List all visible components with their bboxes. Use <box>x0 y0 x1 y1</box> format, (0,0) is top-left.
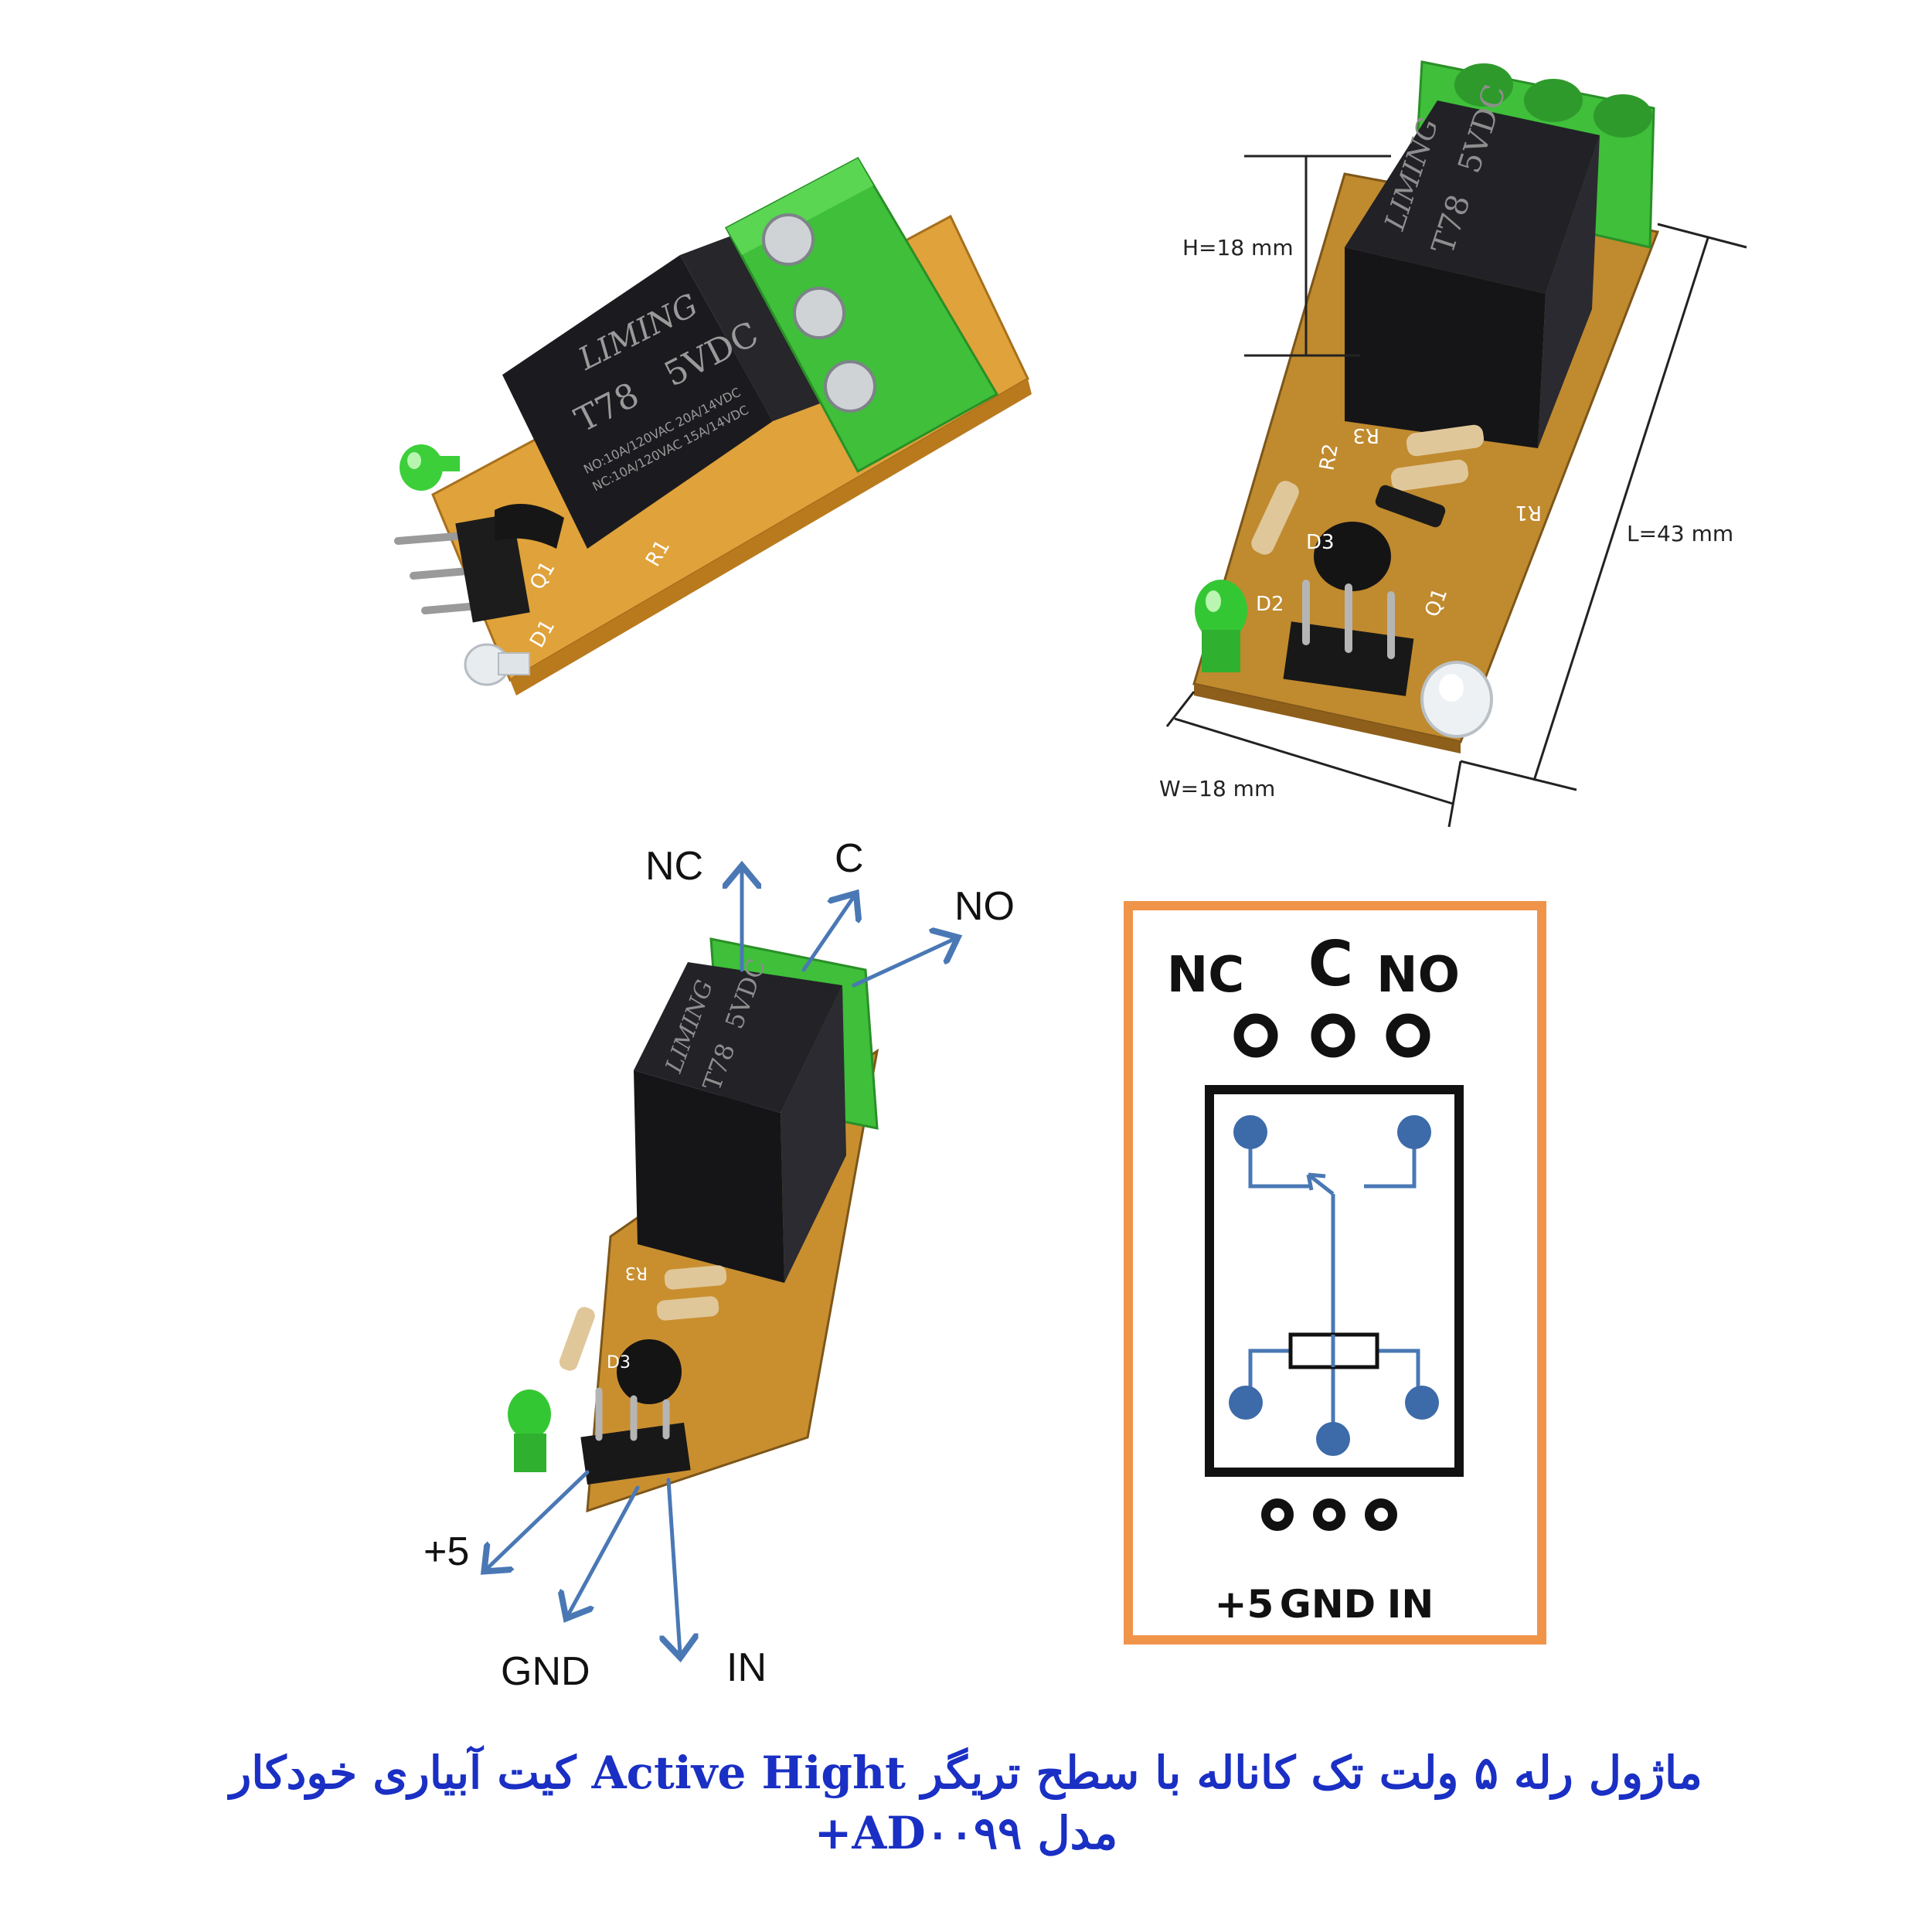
relay-side-dim <box>1538 135 1600 448</box>
pcb-edge <box>510 379 1032 696</box>
pinout-label-gnd: GND <box>501 1649 590 1694</box>
gnd-arrow <box>568 1485 640 1615</box>
c-arrow <box>801 896 854 972</box>
pinout-label-plus5: +5 <box>423 1529 469 1574</box>
schematic-label-no: NO <box>1376 947 1460 1004</box>
relay-top-dim <box>1345 100 1600 294</box>
relay-side <box>680 232 835 421</box>
caption-line-1: ماژول رله ۵ ولت تک کاناله با سطح تریگر A… <box>230 1747 1702 1799</box>
schematic-label-in: IN <box>1387 1582 1434 1627</box>
transistor-pinout <box>617 1339 682 1404</box>
header-block-dim <box>1283 621 1414 696</box>
product-caption: ماژول رله ۵ ولت تک کاناله با سطح تریگر A… <box>116 1743 1816 1863</box>
schematic-label-nc: NC <box>1167 947 1245 1004</box>
pinout-label-c: C <box>835 836 864 881</box>
height-dimension-label: H=18 mm <box>1182 235 1294 260</box>
in-arrow <box>668 1478 680 1654</box>
diode-dim <box>1375 485 1446 528</box>
svg-text:D3: D3 <box>1306 531 1335 554</box>
bottom-pin-holes <box>1261 1498 1397 1531</box>
schematic-label-gnd: GND <box>1280 1582 1376 1627</box>
relay-top-pinout <box>634 962 842 1113</box>
pinout-label-nc: NC <box>645 844 703 889</box>
header-pins-pinout <box>595 1387 670 1441</box>
relay-side-pinout <box>781 985 846 1283</box>
header-block-pinout <box>580 1422 691 1485</box>
resistors-dim <box>1251 424 1485 555</box>
svg-text:D2: D2 <box>1256 593 1284 616</box>
caption-line-2: مدل AD۰۰۹۹+ <box>814 1807 1118 1859</box>
width-dimension-label: W=18 mm <box>1159 776 1275 801</box>
svg-text:R2: R2 <box>1315 442 1343 472</box>
relay-schematic: NC C NO <box>1124 901 1546 1645</box>
svg-text:R1: R1 <box>1515 501 1542 524</box>
terminal-face <box>726 158 873 255</box>
relay-outline <box>1205 1085 1464 1477</box>
terminal-screws <box>762 213 876 413</box>
svg-text:R3: R3 <box>1352 423 1379 447</box>
contact-arrow <box>1306 1172 1326 1191</box>
header-block <box>455 513 530 623</box>
relay-module-photo-angled: LIMING T78 5VDC NO:10A/120VAC 20A/14VDC … <box>394 157 1032 696</box>
clear-led <box>464 643 530 686</box>
relay-module-photo-dimensions: LIMING T78 5VDC <box>1159 60 1747 828</box>
relay-module-photo-pinout: LIMING T78 5VDC R3 D3 <box>423 836 1015 1694</box>
dimension-lines <box>1165 155 1747 828</box>
green-led <box>400 444 460 491</box>
svg-text:D3: D3 <box>607 1353 631 1372</box>
svg-text:D2: D2 <box>460 400 494 436</box>
relay-body-dim <box>1345 247 1546 448</box>
pinout-label-no: NO <box>954 884 1015 929</box>
pinout-label-in: IN <box>726 1645 767 1690</box>
relay-body <box>502 255 773 549</box>
relay-body-pinout <box>634 1070 784 1283</box>
clear-led-dim <box>1420 661 1493 738</box>
no-arrow <box>852 939 954 988</box>
green-led-dim <box>1195 580 1247 672</box>
terminal-screws-dim <box>1454 63 1652 138</box>
pcb-edge-dim <box>1194 684 1461 753</box>
header-pins-dim <box>1302 580 1395 659</box>
plus5-arrow <box>487 1470 590 1569</box>
transistor <box>495 504 564 549</box>
transistor-dim <box>1314 522 1391 591</box>
resistors-pinout <box>559 1265 727 1371</box>
schematic-label-c: C <box>1308 928 1354 1000</box>
top-terminal-holes <box>1233 1013 1430 1058</box>
pinout-arrows <box>487 869 954 1654</box>
length-dimension-label: L=43 mm <box>1627 521 1733 546</box>
green-led-pinout <box>508 1389 551 1472</box>
schematic-pads <box>1229 1115 1439 1456</box>
svg-text:R3: R3 <box>625 1263 648 1282</box>
pcb-silkscreen-pinout: R3 D3 <box>607 1263 648 1372</box>
schematic-label-plus5: +5 <box>1215 1582 1274 1627</box>
